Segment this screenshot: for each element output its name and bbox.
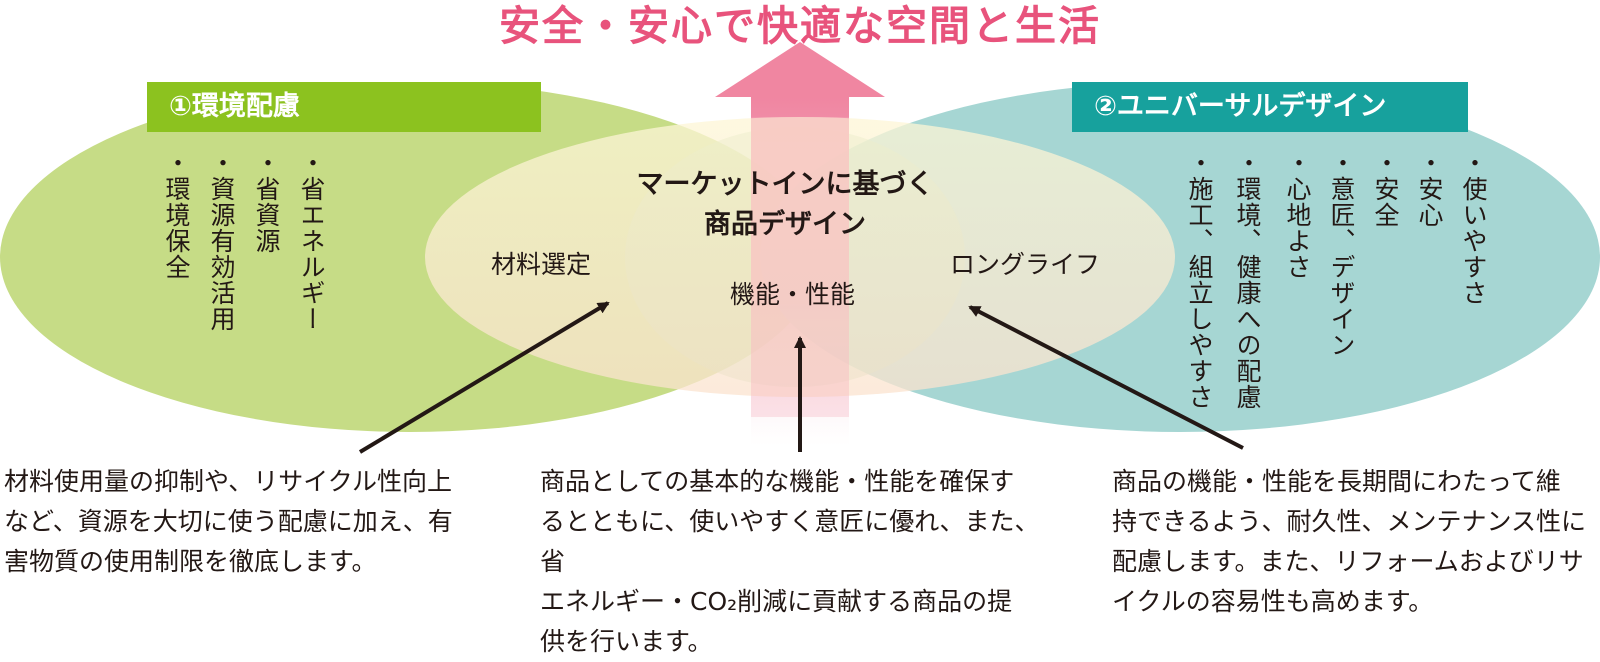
- center-description: 商品としての基本的な機能・性能を確保す るとともに、使いやすく意匠に優れ、また、…: [540, 462, 1060, 662]
- center-ellipse: [425, 117, 1175, 397]
- right-item: ・環境、健康への配慮: [1233, 150, 1262, 410]
- right-item: ・心地よさ: [1283, 150, 1312, 280]
- diagram-shapes: [0, 42, 1600, 454]
- left-item: ・環境保全: [162, 150, 191, 280]
- universal-design-heading: ②ユニバーサルデザイン: [1072, 82, 1468, 132]
- center-description-line: 供を行います。: [540, 627, 713, 656]
- right-description: 商品の機能・性能を長期間にわたって維 持できるよう、耐久性、メンテナンス性に 配…: [1112, 462, 1600, 622]
- function-performance-label: 機能・性能: [730, 280, 856, 309]
- left-description-line: など、資源を大切に使う配慮に加え、有: [4, 507, 453, 536]
- left-item: ・省エネルギー: [297, 150, 326, 332]
- center-heading-line1: マーケットインに基づく: [636, 169, 934, 200]
- center-description-line: エネルギー・CO₂削減に貢献する商品の提: [540, 587, 1013, 616]
- right-item: ・施工、組立しやすさ: [1185, 150, 1214, 410]
- right-description-line: 配慮します。また、リフォームおよびリサ: [1112, 547, 1584, 576]
- right-item: ・安全: [1371, 150, 1400, 228]
- right-item: ・意匠、デザイン: [1327, 150, 1356, 358]
- left-item: ・資源有効活用: [207, 150, 236, 332]
- center-heading-line2: 商品デザイン: [704, 209, 866, 240]
- left-description-line: 害物質の使用制限を徹底します。: [4, 547, 377, 576]
- right-description-line: イクルの容易性も高めます。: [1112, 587, 1434, 616]
- right-description-line: 商品の機能・性能を長期間にわたって維: [1112, 467, 1561, 496]
- right-item: ・安心: [1415, 150, 1444, 228]
- pointer-arrow-left: [358, 301, 610, 454]
- right-description-line: 持できるよう、耐久性、メンテナンス性に: [1112, 507, 1587, 536]
- right-item: ・使いやすさ: [1459, 150, 1488, 306]
- center-description-line: るとともに、使いやすく意匠に優れ、また、省: [540, 507, 1040, 576]
- center-description-line: 商品としての基本的な機能・性能を確保す: [540, 467, 1015, 496]
- material-selection-label: 材料選定: [491, 250, 592, 279]
- left-description: 材料使用量の抑制や、リサイクル性向上 など、資源を大切に使う配慮に加え、有 害物…: [4, 462, 494, 582]
- pointer-arrow-right: [968, 305, 1244, 450]
- left-item: ・省資源: [252, 150, 281, 254]
- environment-heading: ①環境配慮: [147, 82, 541, 132]
- page-title: 安全・安心で快適な空間と生活: [499, 2, 1101, 50]
- left-description-line: 材料使用量の抑制や、リサイクル性向上: [4, 467, 453, 496]
- long-life-label: ロングライフ: [950, 250, 1101, 279]
